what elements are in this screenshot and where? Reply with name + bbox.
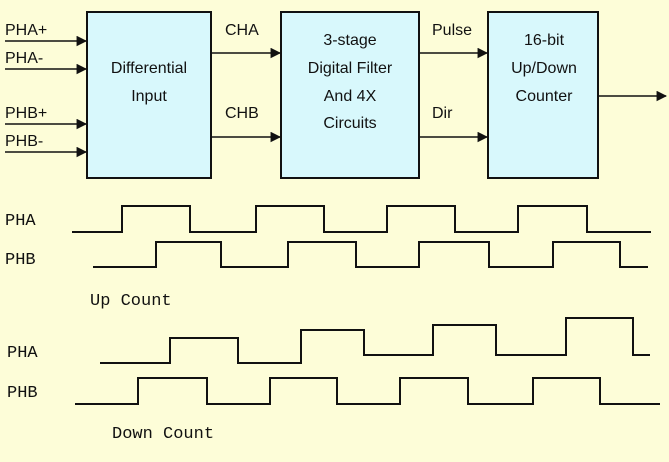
input-label-phb-plus: PHB+ xyxy=(5,105,47,122)
counter-block xyxy=(487,11,599,179)
filter-line-4: Circuits xyxy=(323,115,376,132)
down-count-title: Down Count xyxy=(112,425,214,444)
counter-line-3: Counter xyxy=(516,88,574,105)
up-pha-waveform xyxy=(72,205,651,233)
input-label-pha-plus: PHA+ xyxy=(5,22,47,39)
filter-line-1: 3-stage xyxy=(323,32,376,49)
signal-label-cha: CHA xyxy=(225,22,259,39)
signal-label-pulse: Pulse xyxy=(432,22,472,39)
down-pha-waveform xyxy=(100,317,650,364)
input-label-pha-minus: PHA- xyxy=(5,50,43,67)
down-pha-label: PHA xyxy=(7,344,38,363)
differential-input-block xyxy=(86,11,212,179)
signal-label-chb: CHB xyxy=(225,105,259,122)
up-phb-waveform xyxy=(93,241,648,268)
filter-line-3: And 4X xyxy=(324,88,377,105)
differential-line-2: Input xyxy=(131,88,167,105)
counter-line-2: Up/Down xyxy=(511,60,577,77)
filter-line-2: Digital Filter xyxy=(308,60,393,77)
up-pha-label: PHA xyxy=(5,212,36,231)
up-phb-label: PHB xyxy=(5,251,36,270)
up-count-title: Up Count xyxy=(90,292,172,311)
down-phb-waveform xyxy=(75,377,660,405)
down-phb-label: PHB xyxy=(7,384,38,403)
input-label-phb-minus: PHB- xyxy=(5,133,43,150)
signal-label-dir: Dir xyxy=(432,105,453,122)
digital-filter-block xyxy=(280,11,420,179)
counter-line-1: 16-bit xyxy=(524,32,565,49)
differential-line-1: Differential xyxy=(111,60,187,77)
